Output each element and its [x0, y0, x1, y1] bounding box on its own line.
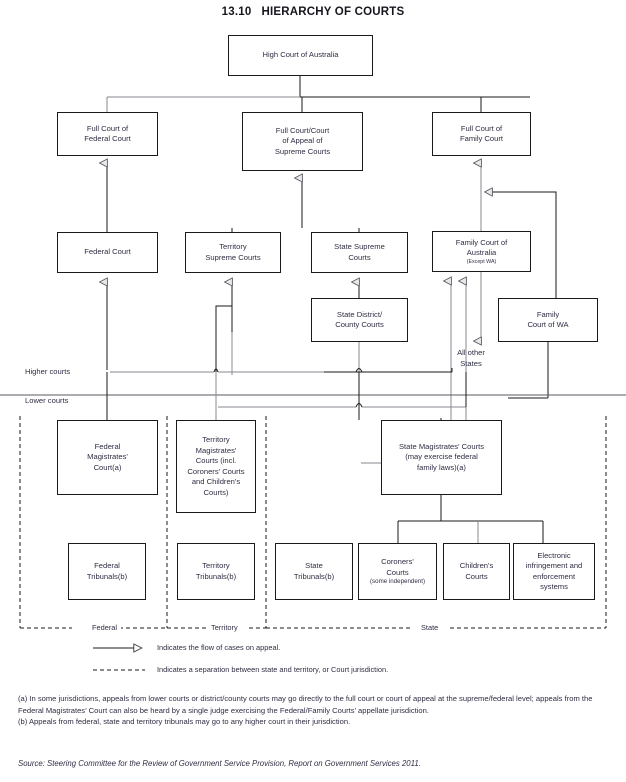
box-label: Family Court of WA [527, 309, 569, 330]
page-title: 13.10 HIERARCHY OF COURTS [0, 6, 626, 18]
box-sublabel: (Except WA) [466, 258, 497, 265]
box-federal-court[interactable]: Federal Court [57, 232, 158, 273]
footnote-a: (a) In some jurisdictions, appeals from … [18, 694, 593, 715]
jurisdiction-label-territory: Territory [207, 623, 242, 632]
box-label: State Supreme Courts [334, 242, 385, 262]
box-label: State Magistrates' Courts (may exercise … [398, 441, 484, 472]
footnote-b: (b) Appeals from federal, state and terr… [18, 717, 351, 727]
label-lower-courts: Lower courts [25, 396, 69, 405]
box-state-magistrates-courts[interactable]: State Magistrates' Courts (may exercise … [381, 420, 502, 495]
box-label: Federal Tribunals(b) [86, 561, 128, 581]
box-label: Territory Tribunals(b) [195, 561, 237, 581]
box-federal-tribunals[interactable]: Federal Tribunals(b) [68, 543, 146, 600]
box-label: Territory Magistrates' Courts (incl. Cor… [187, 435, 245, 497]
box-label: Full Court of Family Court [459, 123, 504, 144]
box-family-court-of-australia[interactable]: Family Court of Australia (Except WA) [432, 231, 531, 272]
legend-dashed-text: Indicates a separation between state and… [157, 665, 389, 674]
box-label: Full Court of Federal Court [84, 123, 131, 144]
box-label: High Court of Australia [262, 50, 339, 60]
label-higher-courts: Higher courts [25, 367, 71, 376]
box-label: State Tribunals(b) [293, 561, 335, 581]
box-coroners-courts[interactable]: Coroners' Courts (some independent) [358, 543, 437, 600]
box-label: Territory Supreme Courts [205, 242, 261, 262]
box-childrens-courts[interactable]: Children's Courts [443, 543, 510, 600]
box-full-court-of-federal-court[interactable]: Full Court of Federal Court [57, 112, 158, 156]
box-state-supreme-courts[interactable]: State Supreme Courts [311, 232, 408, 273]
box-full-court-of-family-court[interactable]: Full Court of Family Court [432, 112, 531, 156]
label-all-other-states: All other States [457, 348, 485, 368]
box-territory-magistrates-courts[interactable]: Territory Magistrates' Courts (incl. Cor… [176, 420, 256, 513]
box-territory-supreme-courts[interactable]: Territory Supreme Courts [185, 232, 281, 273]
box-family-court-of-wa[interactable]: Family Court of WA [498, 298, 598, 342]
box-state-tribunals[interactable]: State Tribunals(b) [275, 543, 353, 600]
jurisdiction-label-state: State [417, 623, 443, 632]
box-high-court-of-australia[interactable]: High Court of Australia [228, 35, 373, 76]
box-electronic-infringement-systems[interactable]: Electronic infringement and enforcement … [513, 543, 595, 600]
figure-title: HIERARCHY OF COURTS [261, 6, 405, 18]
box-label: State District/ County Courts [335, 309, 384, 330]
box-sublabel: (some independent) [369, 578, 426, 585]
box-label: Children's Courts [459, 561, 494, 581]
box-federal-magistrates-court[interactable]: Federal Magistrates' Court(a) [57, 420, 158, 495]
footnotes: (a) In some jurisdictions, appeals from … [18, 693, 614, 728]
figure-number: 13.10 [221, 6, 252, 18]
box-label: Federal Magistrates' Court(a) [87, 441, 128, 472]
box-label: Full Court/Court of Appeal of Supreme Co… [274, 125, 331, 156]
box-label: Family Court of Australia [455, 237, 508, 258]
box-territory-tribunals[interactable]: Territory Tribunals(b) [177, 543, 255, 600]
box-full-court-court-of-appeal-of-supreme-courts[interactable]: Full Court/Court of Appeal of Supreme Co… [242, 112, 363, 171]
legend-arrow-text: Indicates the flow of cases on appeal. [157, 643, 281, 652]
box-label: Coroners' Courts [381, 557, 414, 577]
box-label: Electronic infringement and enforcement … [525, 550, 583, 592]
box-label: Federal Court [84, 247, 131, 257]
box-state-district-county-courts[interactable]: State District/ County Courts [311, 298, 408, 342]
source-note: Source: Steering Committee for the Revie… [18, 759, 421, 768]
jurisdiction-label-federal: Federal [88, 623, 122, 632]
